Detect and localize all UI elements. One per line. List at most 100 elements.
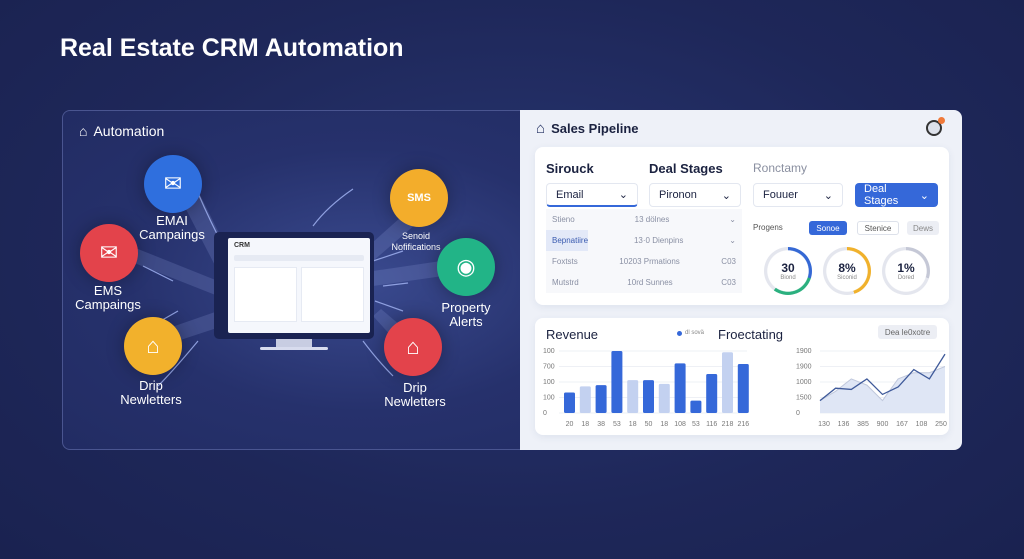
x-tick-label: 130	[818, 421, 830, 428]
x-tick-label: 218	[722, 421, 734, 428]
x-tick-label: 20	[566, 421, 574, 428]
label-line: Campaings	[139, 227, 205, 242]
page-title: Real Estate CRM Automation	[60, 34, 404, 62]
ring-value: 8%	[838, 261, 856, 275]
deal-stages-dropdown[interactable]: Deal Stages⌄	[855, 183, 938, 207]
automation-node[interactable]: SMS	[390, 169, 448, 227]
bar	[595, 385, 607, 413]
tab-dews[interactable]: Dews	[907, 221, 939, 235]
x-tick-label: 167	[896, 421, 908, 428]
select-value: Email	[556, 188, 584, 201]
automation-node[interactable]: ⌂	[384, 318, 442, 376]
x-tick-label: 116	[706, 421, 717, 428]
select-pironon[interactable]: Pironon ⌄	[649, 183, 741, 207]
x-tick-label: 50	[645, 421, 653, 428]
tab-sonoe[interactable]: Sonoe	[809, 221, 847, 235]
crm-screen: CRM	[228, 238, 370, 333]
forecast-line-secondary	[819, 366, 946, 402]
x-tick-label: 18	[629, 421, 637, 428]
camera-icon: ◉	[456, 254, 476, 279]
progress-ring: 1%Dored	[882, 247, 930, 295]
chevron-down-icon: ⌄	[721, 189, 731, 202]
sales-pipeline-panel: ⌂ Sales Pipeline Sirouck Deal Stages Ron…	[520, 110, 962, 450]
label-line: Campaings	[75, 297, 141, 312]
table-cell: ⌄	[729, 215, 736, 224]
ring-label: Siconid	[837, 275, 857, 281]
label-line: Drip	[403, 380, 427, 395]
label-line: EMAI	[156, 213, 188, 228]
select-fouuer[interactable]: Fouuer⌄	[753, 183, 843, 207]
revenue-title: Revenue	[546, 327, 599, 342]
table-cell: 13·0 Dienpins	[633, 236, 684, 245]
crm-title: CRM	[234, 242, 250, 249]
label-line: Senoid	[401, 231, 431, 241]
x-tick-label: 385	[857, 421, 869, 428]
select-value: Pironon	[659, 189, 697, 201]
forecast-area	[820, 366, 945, 413]
table-cell: Mutstrd	[552, 278, 579, 287]
y-tick-label: 100	[543, 348, 555, 355]
monitor-base	[260, 347, 328, 350]
x-tick-label: 216	[737, 421, 749, 428]
chevron-down-icon: ⌄	[618, 189, 628, 201]
house-icon: ⌂	[536, 120, 546, 137]
automation-node[interactable]: ⌂	[124, 317, 182, 375]
label-line: Drip	[139, 378, 163, 393]
column-heading: Deal Stages	[649, 161, 723, 176]
automation-node[interactable]: ✉	[80, 224, 138, 282]
x-tick-label: 108	[674, 421, 686, 428]
chevron-down-icon: ⌄	[919, 189, 929, 202]
automation-node[interactable]: ✉	[144, 155, 202, 213]
tab-stenice[interactable]: Stenice	[857, 221, 899, 235]
bar	[674, 363, 686, 413]
user-avatar[interactable]	[926, 117, 945, 136]
x-tick-label: 18	[660, 421, 668, 428]
y-tick-label: 700	[543, 364, 555, 371]
ring-label: Dored	[897, 275, 915, 281]
table-cell: 10rd Sunnes	[627, 278, 673, 287]
automation-node[interactable]: ◉	[437, 238, 495, 296]
progress-label: Progens	[753, 223, 783, 232]
bar	[564, 392, 575, 413]
bar	[737, 364, 749, 413]
table-cell: 10203 Prmations	[619, 257, 680, 266]
y-tick-label: 1900	[796, 348, 812, 355]
bar	[627, 380, 639, 413]
pipeline-header: ⌂ Sales Pipeline	[536, 120, 639, 137]
ring-value: 30	[781, 261, 795, 275]
y-tick-label: 1000	[796, 379, 812, 386]
forecast-line	[819, 353, 946, 402]
label-line: EMS	[93, 283, 123, 298]
details-button[interactable]: Dea le0xotre	[878, 325, 937, 339]
house-icon: ⌂	[406, 334, 420, 359]
y-tick-label: 1900	[796, 364, 812, 371]
table-cell: C03	[721, 278, 736, 287]
ring-value: 1%	[897, 261, 915, 275]
select-value: Fouuer	[763, 189, 798, 201]
crm-monitor: CRM	[214, 232, 374, 339]
pipeline-title: Sales Pipeline	[551, 121, 639, 136]
x-tick-label: 250	[935, 421, 947, 428]
select-email[interactable]: Email ⌄	[546, 183, 638, 207]
bar	[611, 351, 623, 413]
envelope-icon: ✉	[163, 171, 183, 196]
y-tick-label: 1500	[796, 395, 812, 402]
column-heading: Ronctamy	[753, 161, 808, 175]
house-icon: ⌂	[146, 333, 160, 358]
table-cell: 13 dölnes	[634, 215, 670, 224]
notification-dot	[938, 117, 945, 124]
table-row[interactable]: Mutstrd 10rd Sunnes C03	[546, 272, 742, 293]
table-cell: Foxtsts	[552, 257, 578, 266]
legend-dot	[677, 330, 682, 336]
